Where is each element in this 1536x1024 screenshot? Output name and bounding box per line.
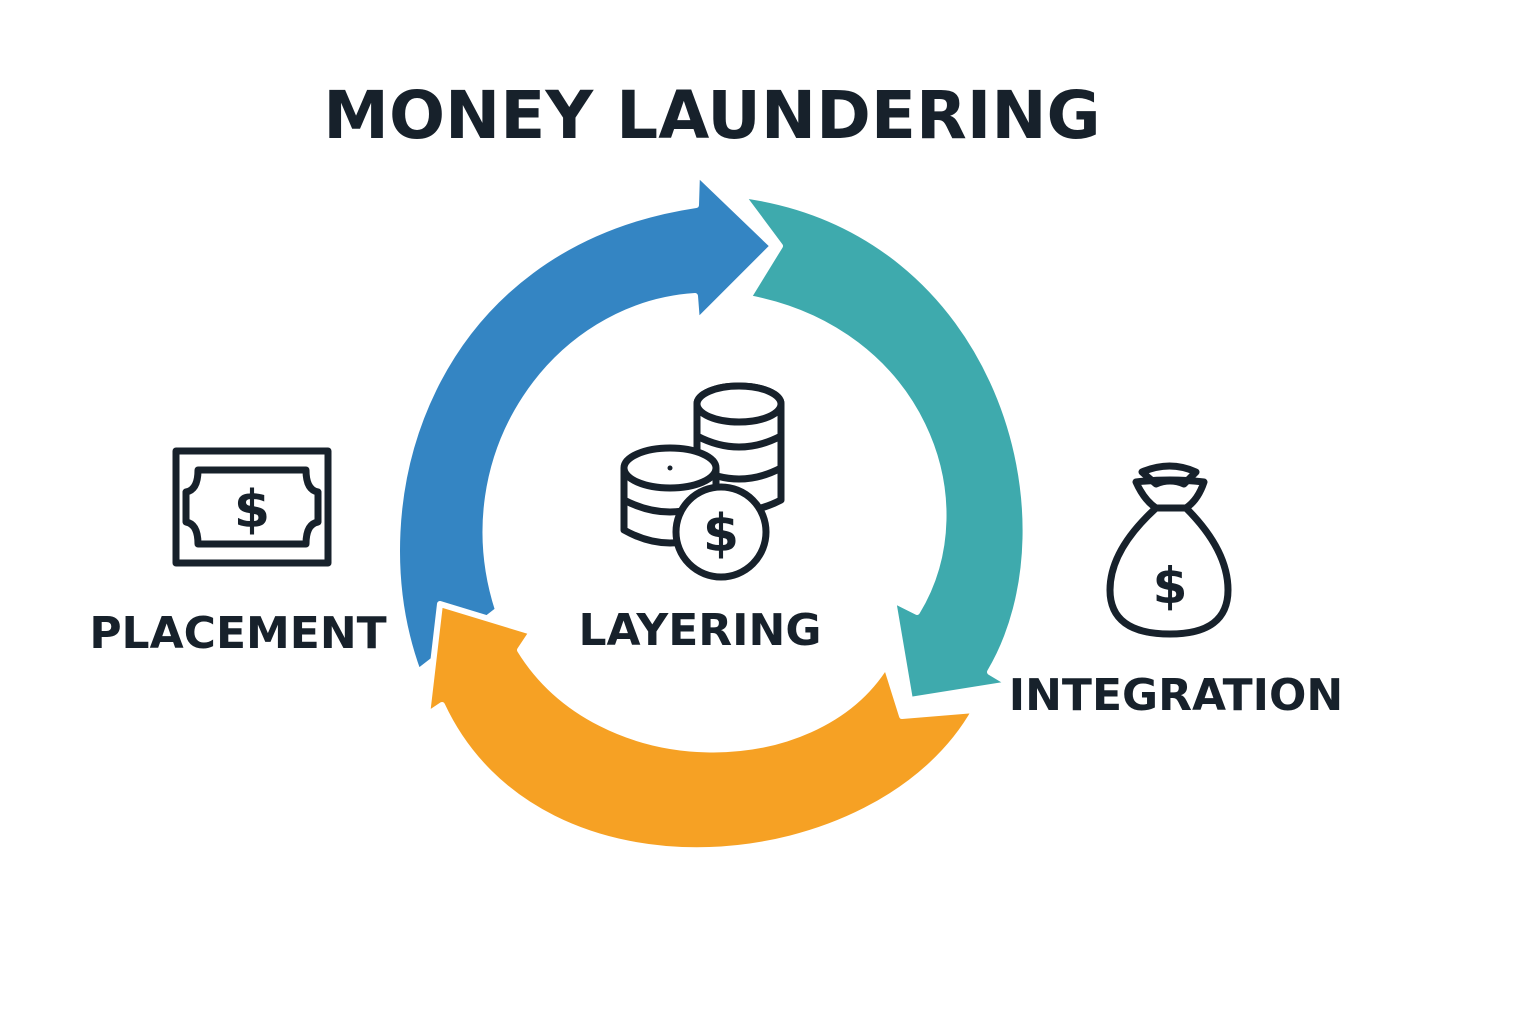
banknote-dollar-sign: $: [234, 480, 270, 540]
teal-cycle-arrow: [739, 192, 1029, 703]
coin-dollar-sign: $: [703, 504, 739, 564]
blue-cycle-arrow: [394, 170, 776, 675]
bag-dollar-sign: $: [1153, 557, 1188, 615]
stage-label-layering: LAYERING: [579, 605, 822, 656]
orange-cycle-arrow: [424, 601, 978, 854]
stage-label-placement: PLACEMENT: [89, 608, 386, 659]
banknote-icon: $: [172, 447, 332, 567]
stage-label-integration: INTEGRATION: [1009, 670, 1344, 721]
money-bag-icon: $: [1106, 462, 1232, 638]
diagram-title: MONEY LAUNDERING: [323, 77, 1100, 154]
coin-stack-icon: $: [620, 382, 785, 581]
cycle-arrows: [394, 170, 1029, 854]
